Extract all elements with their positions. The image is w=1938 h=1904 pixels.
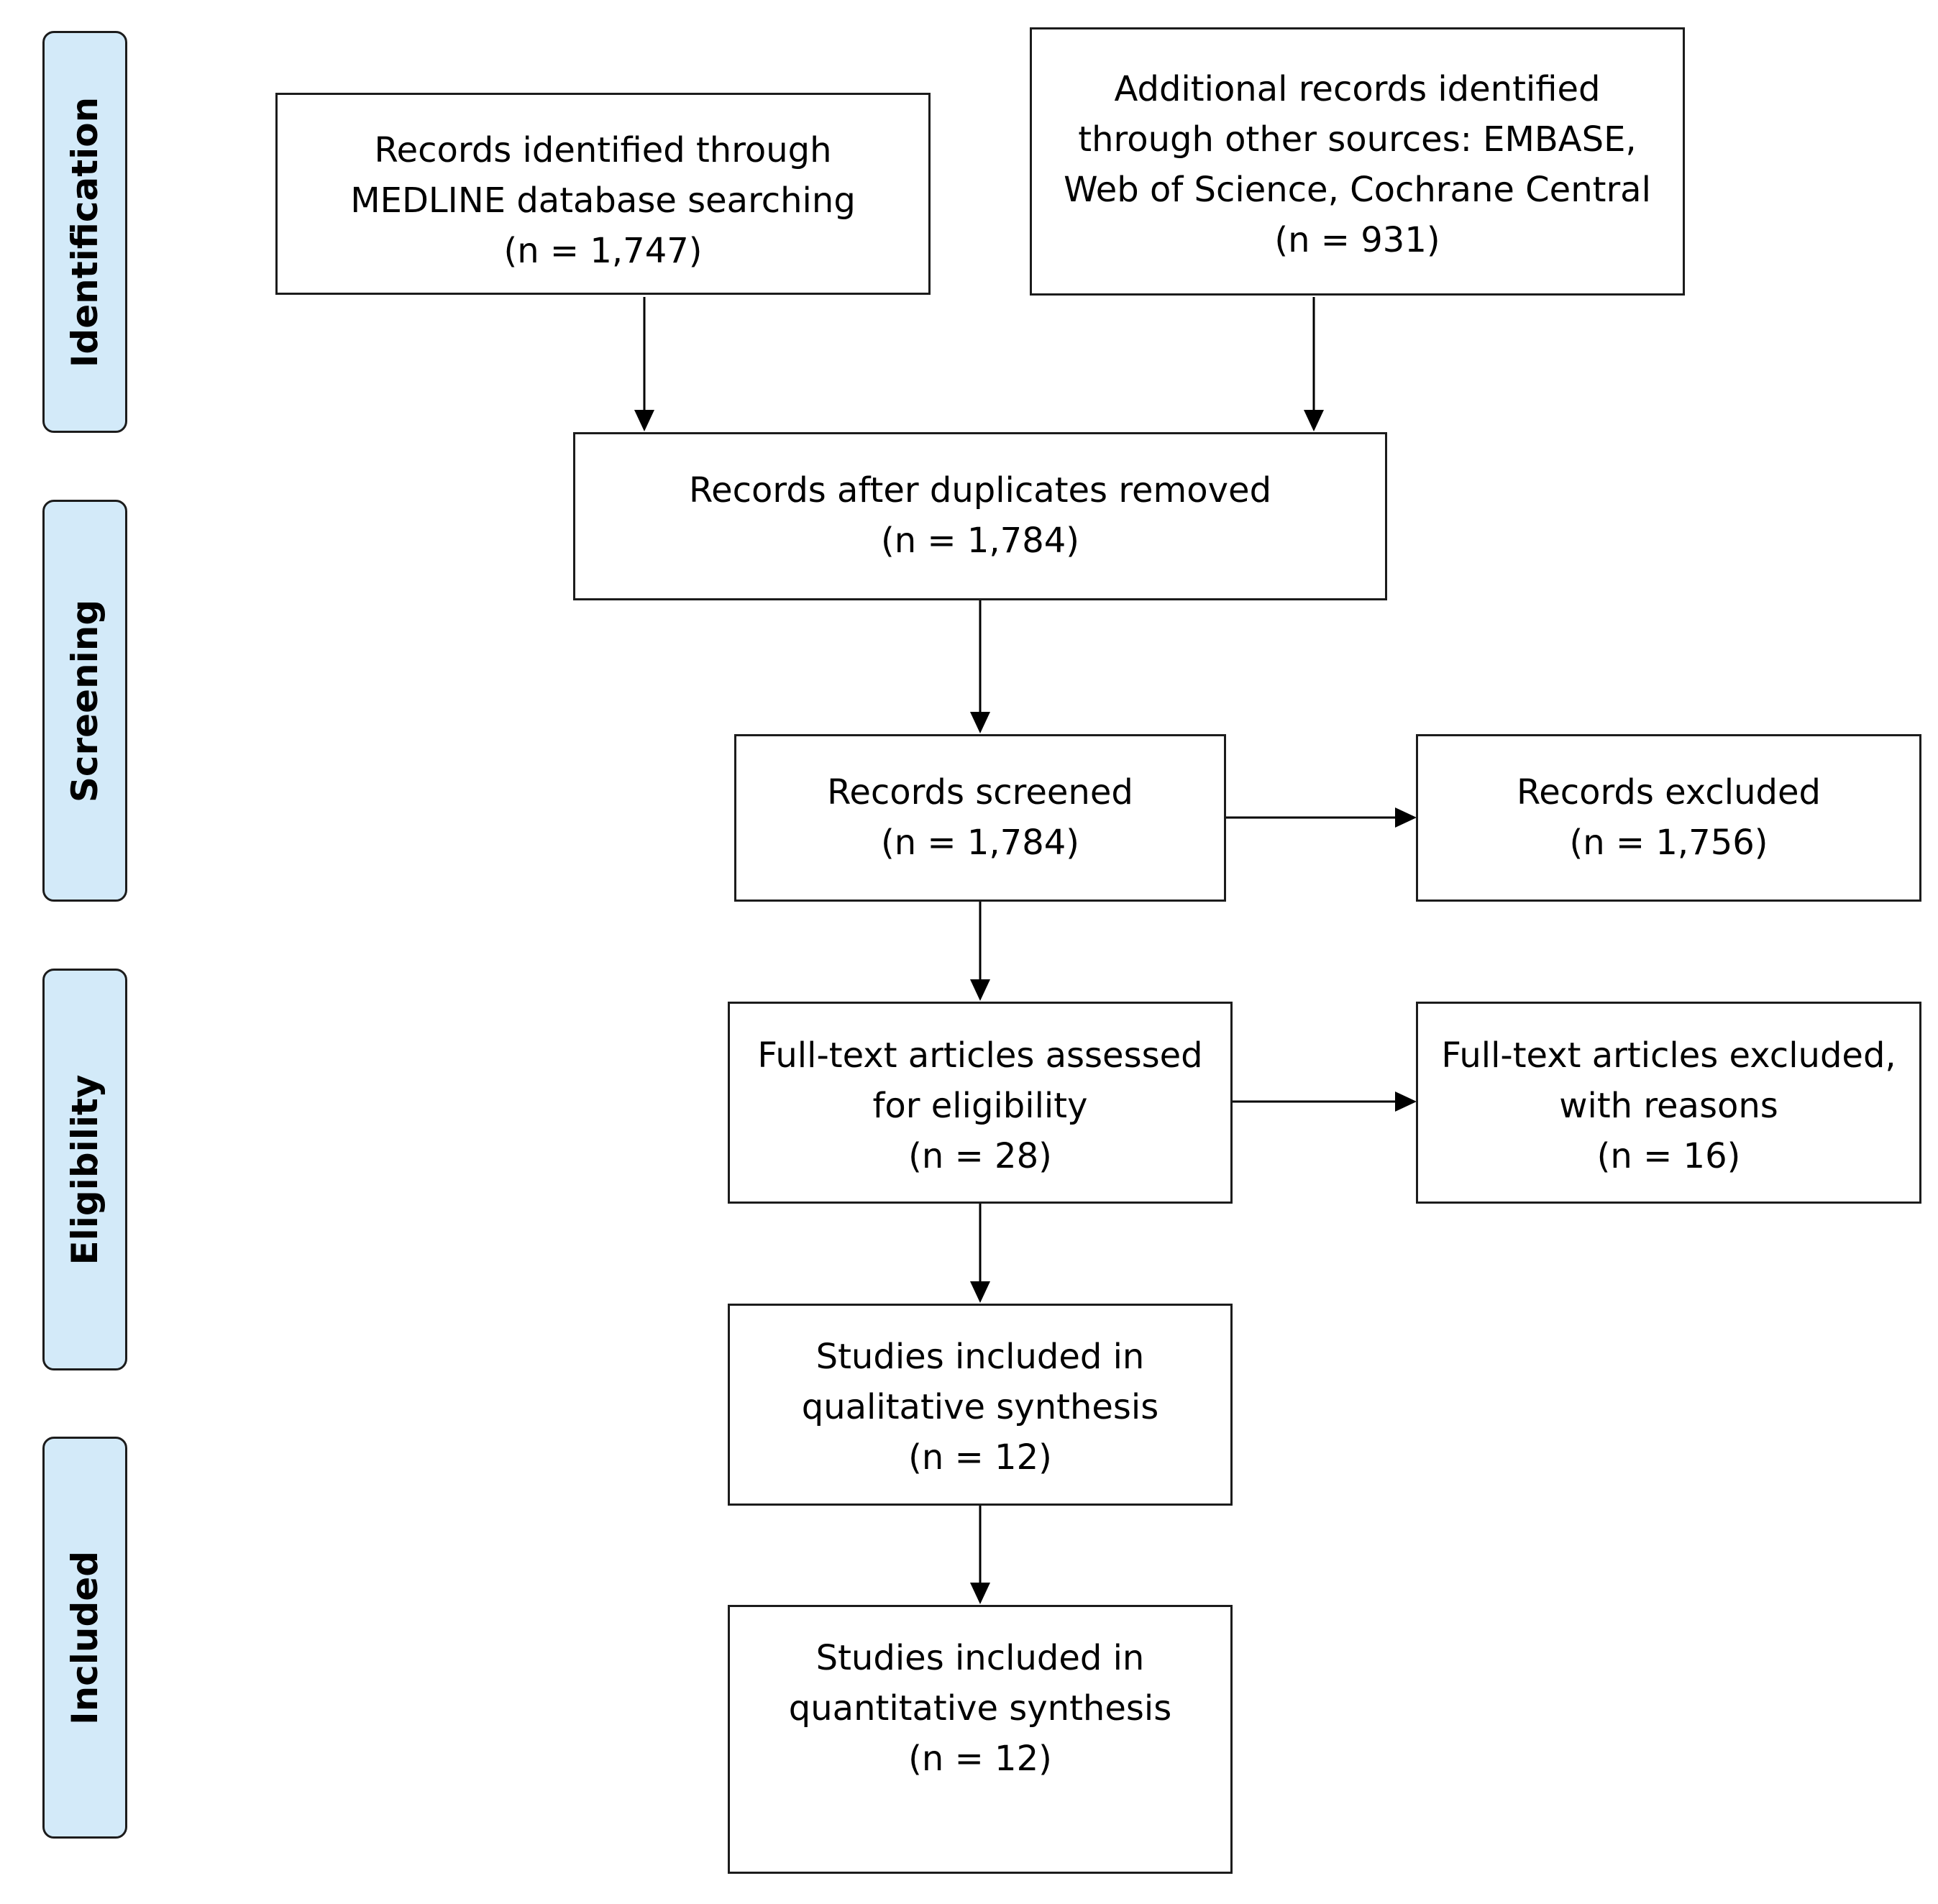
phase-identification: Identification (42, 31, 127, 433)
box-records-excluded-count: (n = 1,756) (1569, 823, 1768, 863)
box-qualitative-line1: Studies included in (815, 1337, 1145, 1377)
box-other-sources: Additional records identified through ot… (1030, 27, 1685, 296)
box-fulltext-excluded-line1: Full-text articles excluded, (1441, 1035, 1896, 1076)
box-medline-count: (n = 1,747) (503, 231, 703, 271)
arrowhead-other-to-duplicates (1304, 410, 1324, 431)
box-fulltext-assessed: Full-text articles assessed for eligibil… (728, 1002, 1233, 1204)
arrowhead-fulltext-to-excluded (1395, 1091, 1417, 1112)
box-quantitative-line2: quantitative synthesis (788, 1688, 1172, 1729)
box-qualitative-synthesis: Studies included in qualitative synthesi… (728, 1304, 1233, 1506)
box-medline-records: Records identified through MEDLINE datab… (275, 93, 931, 295)
box-other-sources-line1: Additional records identified (1114, 69, 1601, 109)
box-duplicates-removed-line1: Records after duplicates removed (688, 470, 1272, 511)
box-other-sources-line3: Web of Science, Cochrane Central (1064, 170, 1651, 210)
box-quantitative-synthesis: Studies included in quantitative synthes… (728, 1605, 1233, 1874)
phase-screening: Screening (42, 500, 127, 902)
box-medline-line2: MEDLINE database searching (350, 180, 856, 221)
arrowhead-qualitative-to-quantitative (970, 1583, 990, 1604)
box-medline-line1: Records identified through (374, 130, 832, 170)
box-records-screened-count: (n = 1,784) (880, 823, 1080, 863)
arrowhead-medline-to-duplicates (634, 410, 654, 431)
box-fulltext-excluded-count: (n = 16) (1596, 1136, 1741, 1176)
box-records-excluded: Records excluded (n = 1,756) (1416, 734, 1921, 902)
phase-included: Included (42, 1437, 127, 1839)
arrowhead-screened-to-fulltext (970, 979, 990, 1001)
box-qualitative-count: (n = 12) (908, 1437, 1052, 1478)
phase-eligibility: Eligibility (42, 969, 127, 1370)
box-records-screened: Records screened (n = 1,784) (734, 734, 1226, 902)
box-other-sources-line2: through other sources: EMBASE, (1078, 119, 1637, 160)
arrowhead-duplicates-to-screened (970, 712, 990, 733)
box-qualitative-line2: qualitative synthesis (801, 1387, 1159, 1427)
box-quantitative-count: (n = 12) (908, 1739, 1052, 1779)
box-fulltext-excluded-line2: with reasons (1559, 1086, 1778, 1126)
box-fulltext-assessed-count: (n = 28) (908, 1136, 1052, 1176)
box-quantitative-line1: Studies included in (815, 1638, 1145, 1678)
box-records-screened-line1: Records screened (827, 772, 1133, 813)
box-fulltext-assessed-line2: for eligibility (872, 1086, 1088, 1126)
arrowhead-fulltext-to-qualitative (970, 1281, 990, 1303)
box-duplicates-removed: Records after duplicates removed (n = 1,… (573, 432, 1387, 600)
box-fulltext-assessed-line1: Full-text articles assessed (757, 1035, 1203, 1076)
arrowhead-screened-to-excluded (1395, 807, 1417, 828)
box-fulltext-excluded: Full-text articles excluded, with reason… (1416, 1002, 1921, 1204)
box-records-excluded-line1: Records excluded (1517, 772, 1821, 813)
box-other-sources-count: (n = 931) (1274, 220, 1440, 260)
box-duplicates-removed-count: (n = 1,784) (880, 521, 1080, 561)
